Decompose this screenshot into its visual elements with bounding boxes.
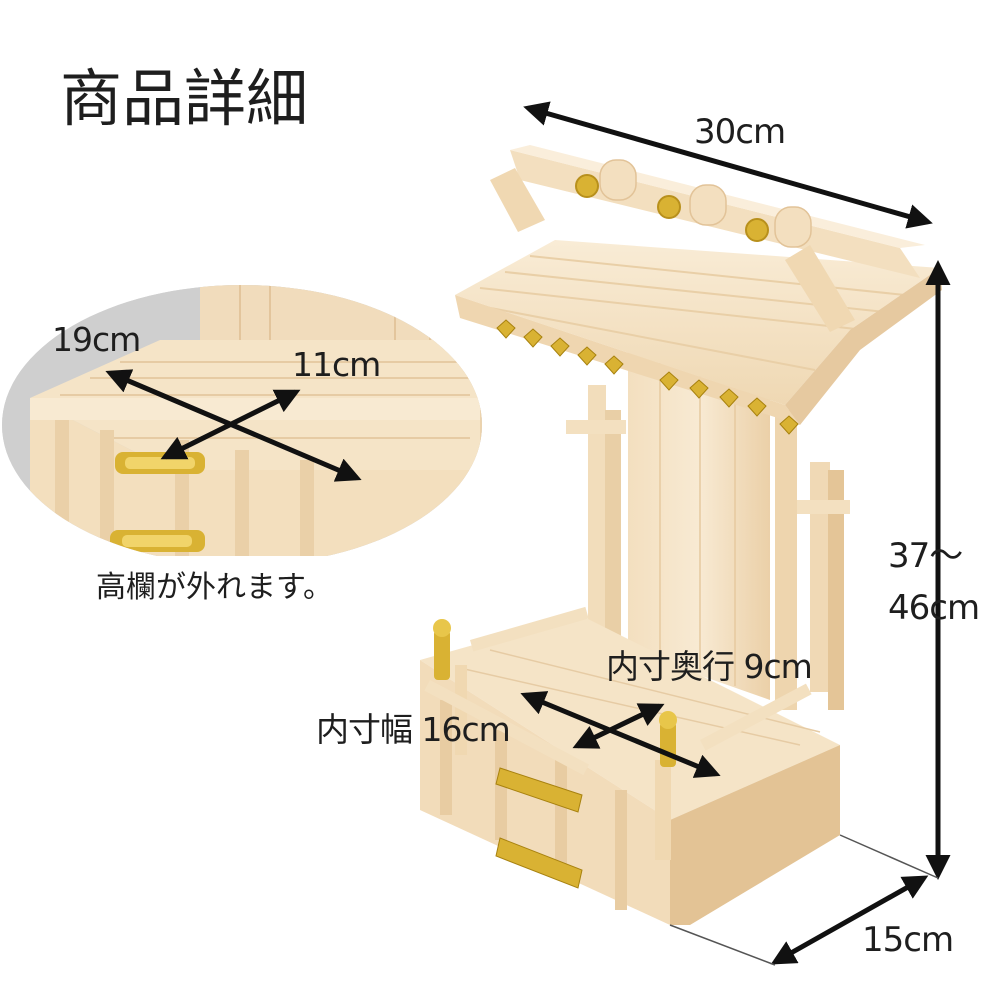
inset-caption: 高欄が外れます。	[96, 570, 333, 605]
arrow-11cm	[160, 389, 301, 460]
inset-depth-label: 11cm	[292, 345, 381, 384]
inset-detail	[2, 285, 482, 606]
arrow-inner-depth	[572, 703, 665, 749]
shrine-model	[420, 145, 942, 925]
height-label: 37～ 46cm	[888, 530, 980, 634]
depth-label: 15cm	[862, 920, 954, 960]
inner-width-label: 内寸幅 16cm	[316, 710, 511, 749]
dimension-lines	[520, 101, 951, 966]
height-label-line2: 46cm	[888, 588, 980, 628]
height-label-line1: 37～	[888, 536, 963, 576]
arrow-width-30cm	[523, 101, 933, 229]
page-title: 商品詳細	[60, 62, 309, 135]
inner-depth-label: 内寸奥行 9cm	[606, 647, 813, 686]
width-label: 30cm	[694, 112, 786, 152]
inset-width-label: 19cm	[52, 320, 141, 359]
arrow-depth-15cm	[770, 875, 929, 965]
